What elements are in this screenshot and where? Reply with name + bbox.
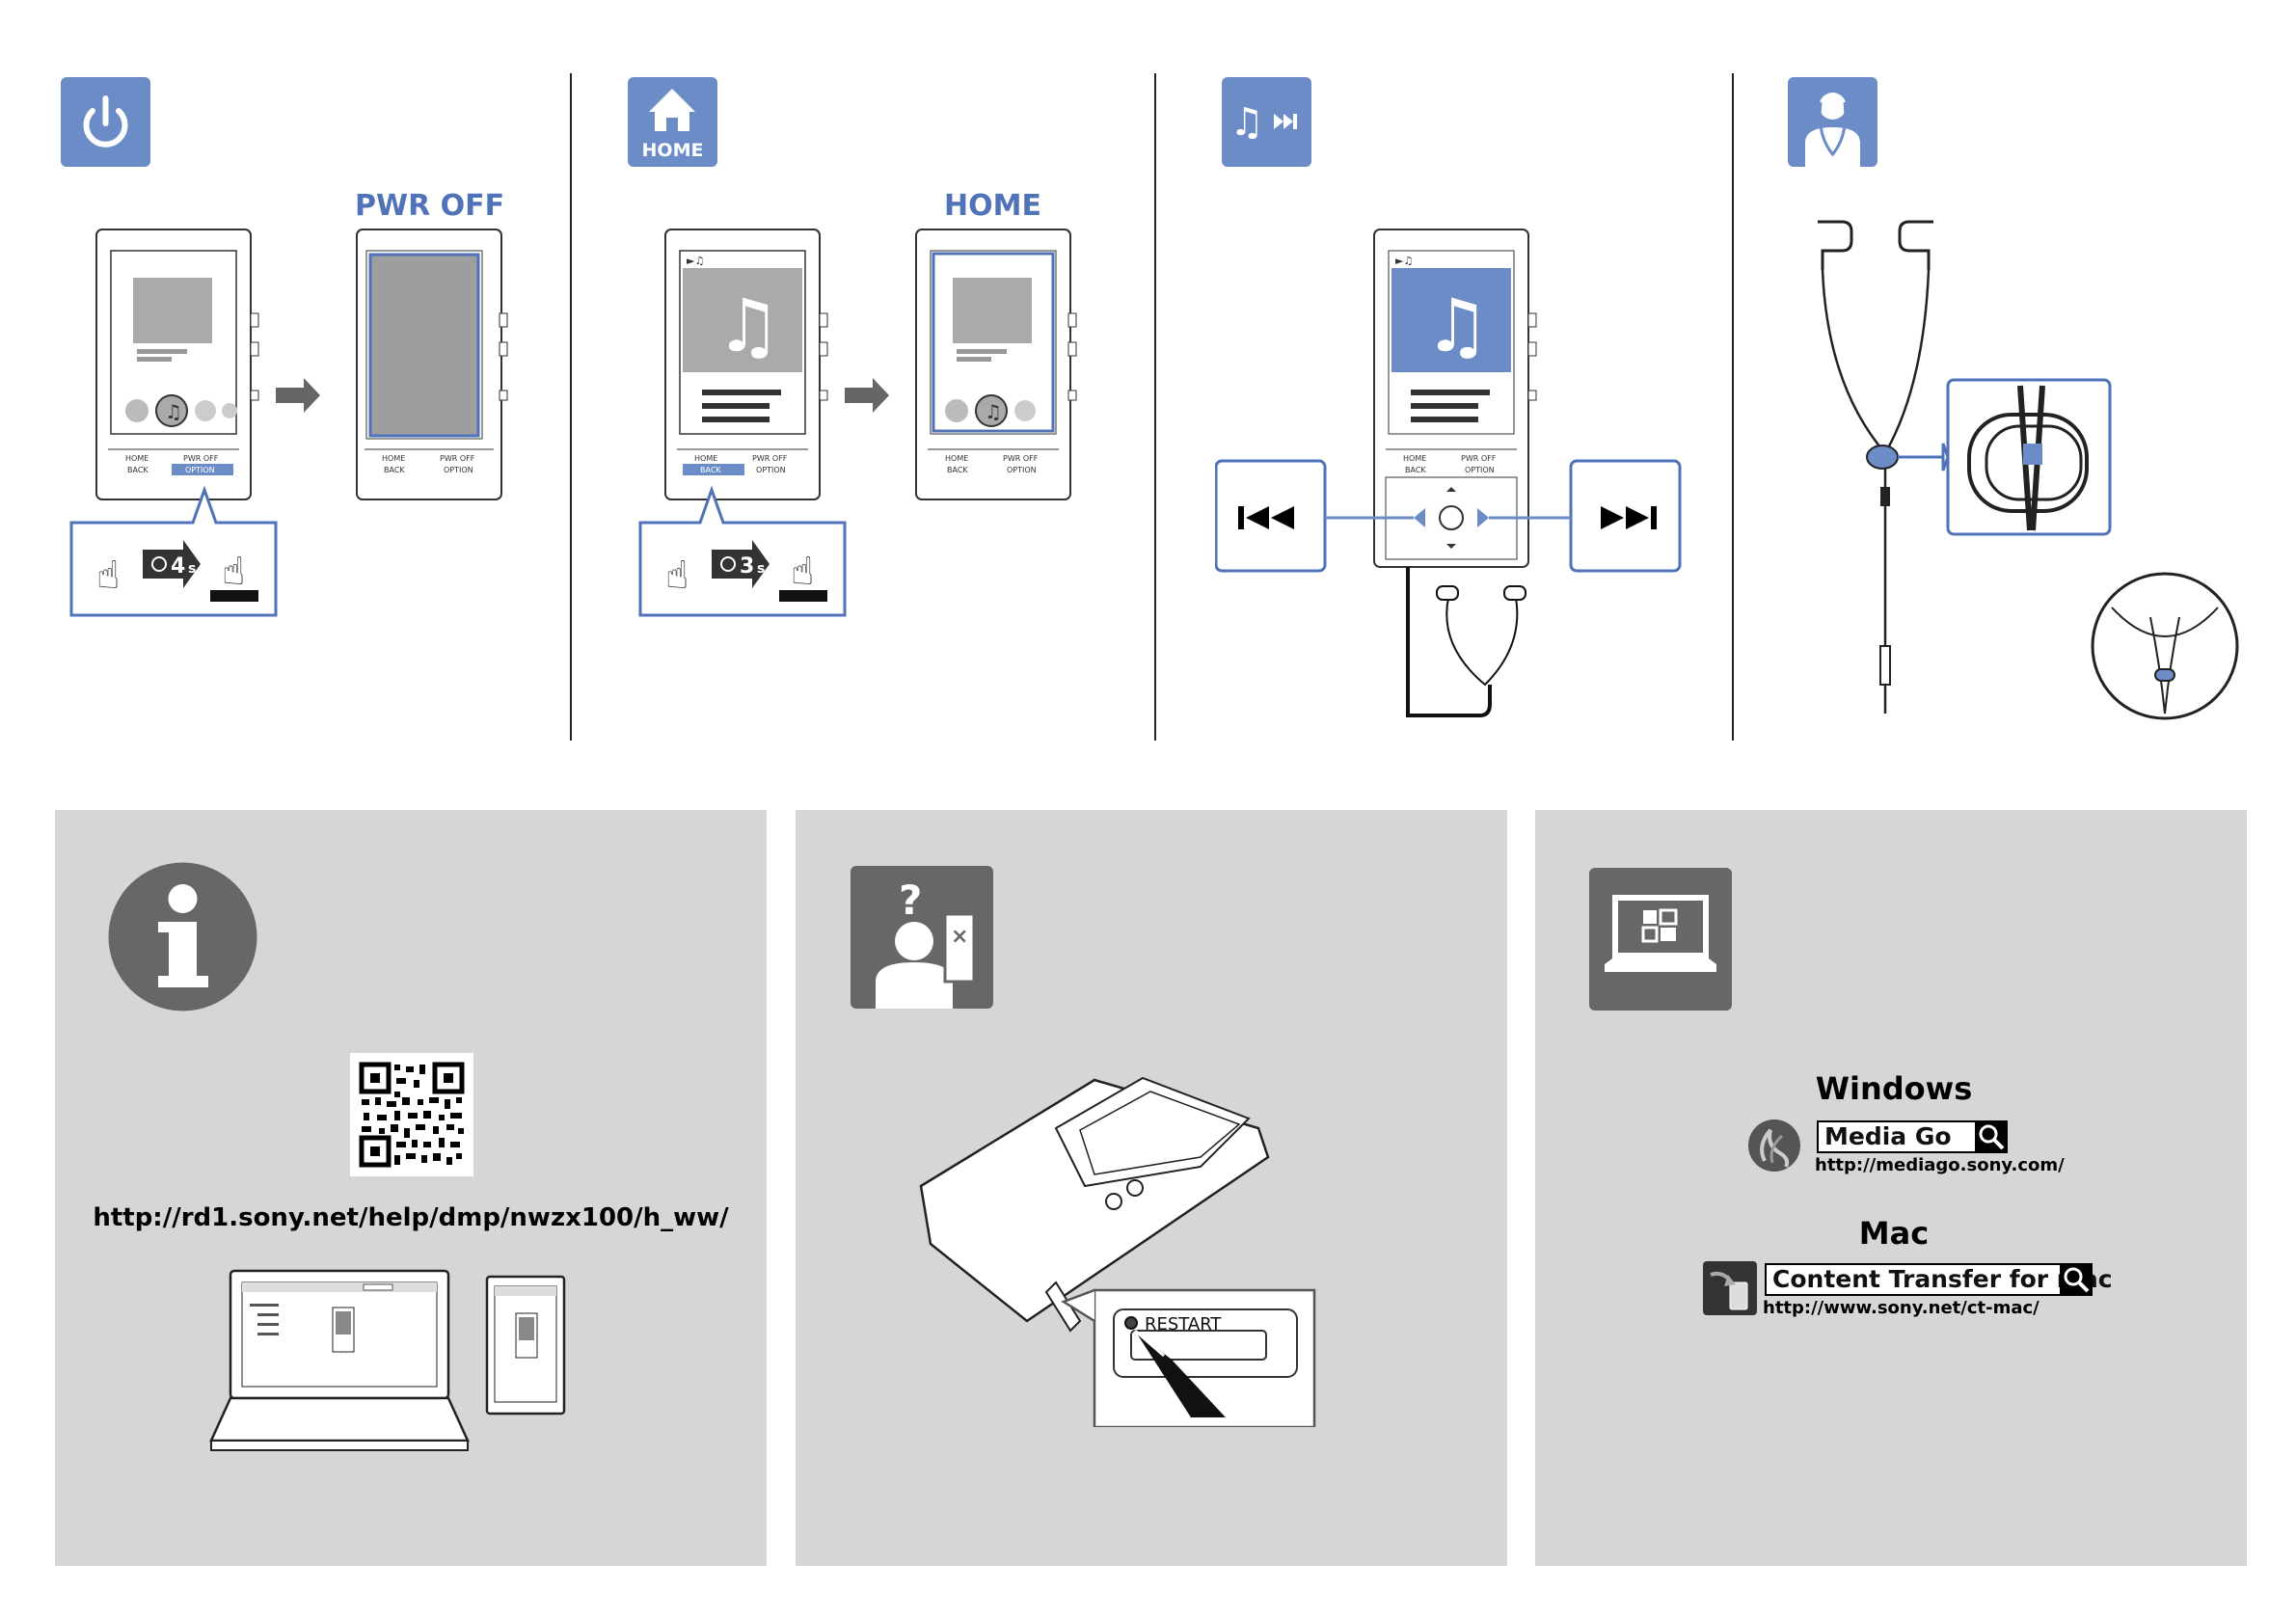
svg-text:☝: ☝ (96, 553, 120, 598)
content-transfer-search-field[interactable]: Content Transfer for mac (1765, 1263, 2113, 1296)
media-go-search-field[interactable]: Media Go (1817, 1120, 1979, 1153)
mac-label: Mac (1858, 1215, 1930, 1252)
svg-text:♫: ♫ (1424, 283, 1490, 368)
power-off-illustration: ♫ HOME PWR OFF BACK OPTION HOME PWR OFF B… (69, 229, 508, 617)
search-icon[interactable] (2060, 1263, 2093, 1296)
svg-text:BACK: BACK (700, 466, 721, 474)
pwr-off-button-label: PWR OFF (183, 454, 219, 463)
svg-text:BACK: BACK (947, 466, 968, 474)
option-button-label: OPTION (185, 466, 215, 474)
media-go-url[interactable]: http://mediago.sony.com/ (1815, 1155, 2065, 1175)
devices-illustration (209, 1269, 566, 1451)
svg-text:♫: ♫ (716, 283, 781, 368)
svg-text:►♫: ►♫ (687, 255, 704, 267)
power-icon (61, 77, 150, 167)
restart-button-illustration: RESTART (919, 1076, 1316, 1427)
restart-label: RESTART (1145, 1314, 1222, 1335)
pwr-off-heading: PWR OFF (355, 189, 505, 223)
restart-panel: ? × RESTART (796, 810, 1507, 1566)
svg-text:BACK: BACK (1405, 466, 1426, 474)
media-go-icon (1748, 1119, 1800, 1172)
home-icon: HOME (628, 77, 717, 167)
hold-seconds-text: 4 (171, 554, 185, 579)
home-heading: HOME (944, 189, 1041, 223)
earphone-user-icon (1788, 77, 1877, 167)
svg-text:s: s (188, 561, 196, 577)
svg-text:♫: ♫ (165, 400, 182, 423)
svg-text:♫: ♫ (985, 400, 1002, 423)
help-guide-url[interactable]: http://rd1.sony.net/help/dmp/nwzx100/h_w… (93, 1203, 729, 1232)
svg-text:PWR OFF: PWR OFF (1461, 454, 1497, 463)
svg-text:PWR OFF: PWR OFF (440, 454, 475, 463)
windows-label: Windows (1815, 1070, 1973, 1107)
content-transfer-url[interactable]: http://www.sony.net/ct-mac/ (1763, 1298, 2039, 1318)
svg-text:PWR OFF: PWR OFF (752, 454, 788, 463)
svg-text:HOME: HOME (382, 454, 405, 463)
svg-text:OPTION: OPTION (1465, 466, 1495, 474)
svg-text:HOME: HOME (1403, 454, 1426, 463)
svg-text:HOME: HOME (642, 140, 704, 161)
music-skip-icon: ♫ (1222, 77, 1311, 167)
svg-text:☝: ☝ (222, 550, 245, 594)
svg-text:☝: ☝ (791, 550, 814, 594)
svg-text:►♫: ►♫ (1395, 255, 1413, 267)
troubleshooting-icon: ? × (851, 866, 993, 1009)
info-panel: http://rd1.sony.net/help/dmp/nwzx100/h_w… (55, 810, 767, 1566)
divider (570, 73, 572, 741)
qr-code[interactable] (350, 1053, 473, 1176)
svg-text:s: s (757, 561, 765, 577)
svg-text:OPTION: OPTION (1007, 466, 1037, 474)
svg-text:☝: ☝ (665, 553, 689, 598)
home-illustration: ►♫ ♫ HOME PWR OFF BACK OPTION ♫ HOME PWR OF… (638, 229, 1077, 617)
svg-text:?: ? (899, 876, 922, 924)
divider (1732, 73, 1734, 741)
content-transfer-icon (1703, 1261, 1757, 1315)
track-skip-illustration: ►♫ ♫ HOME PWR OFF BACK OPTION (1215, 229, 1682, 717)
svg-text:×: × (951, 925, 968, 949)
divider (1154, 73, 1156, 741)
svg-text:PWR OFF: PWR OFF (1003, 454, 1039, 463)
svg-text:HOME: HOME (945, 454, 968, 463)
earphone-clip-illustration (1818, 220, 2239, 720)
svg-text:BACK: BACK (384, 466, 405, 474)
back-button-label: BACK (127, 466, 149, 474)
software-panel: Windows Media Go http://mediago.sony.com… (1535, 810, 2247, 1566)
svg-text:3: 3 (740, 554, 754, 579)
svg-text:♫: ♫ (1229, 100, 1264, 145)
search-icon[interactable] (1975, 1120, 2008, 1153)
svg-text:OPTION: OPTION (756, 466, 786, 474)
info-icon (108, 862, 257, 1011)
computer-software-icon (1589, 868, 1732, 1011)
home-button-label: HOME (125, 454, 149, 463)
svg-text:OPTION: OPTION (444, 466, 473, 474)
svg-text:HOME: HOME (694, 454, 717, 463)
